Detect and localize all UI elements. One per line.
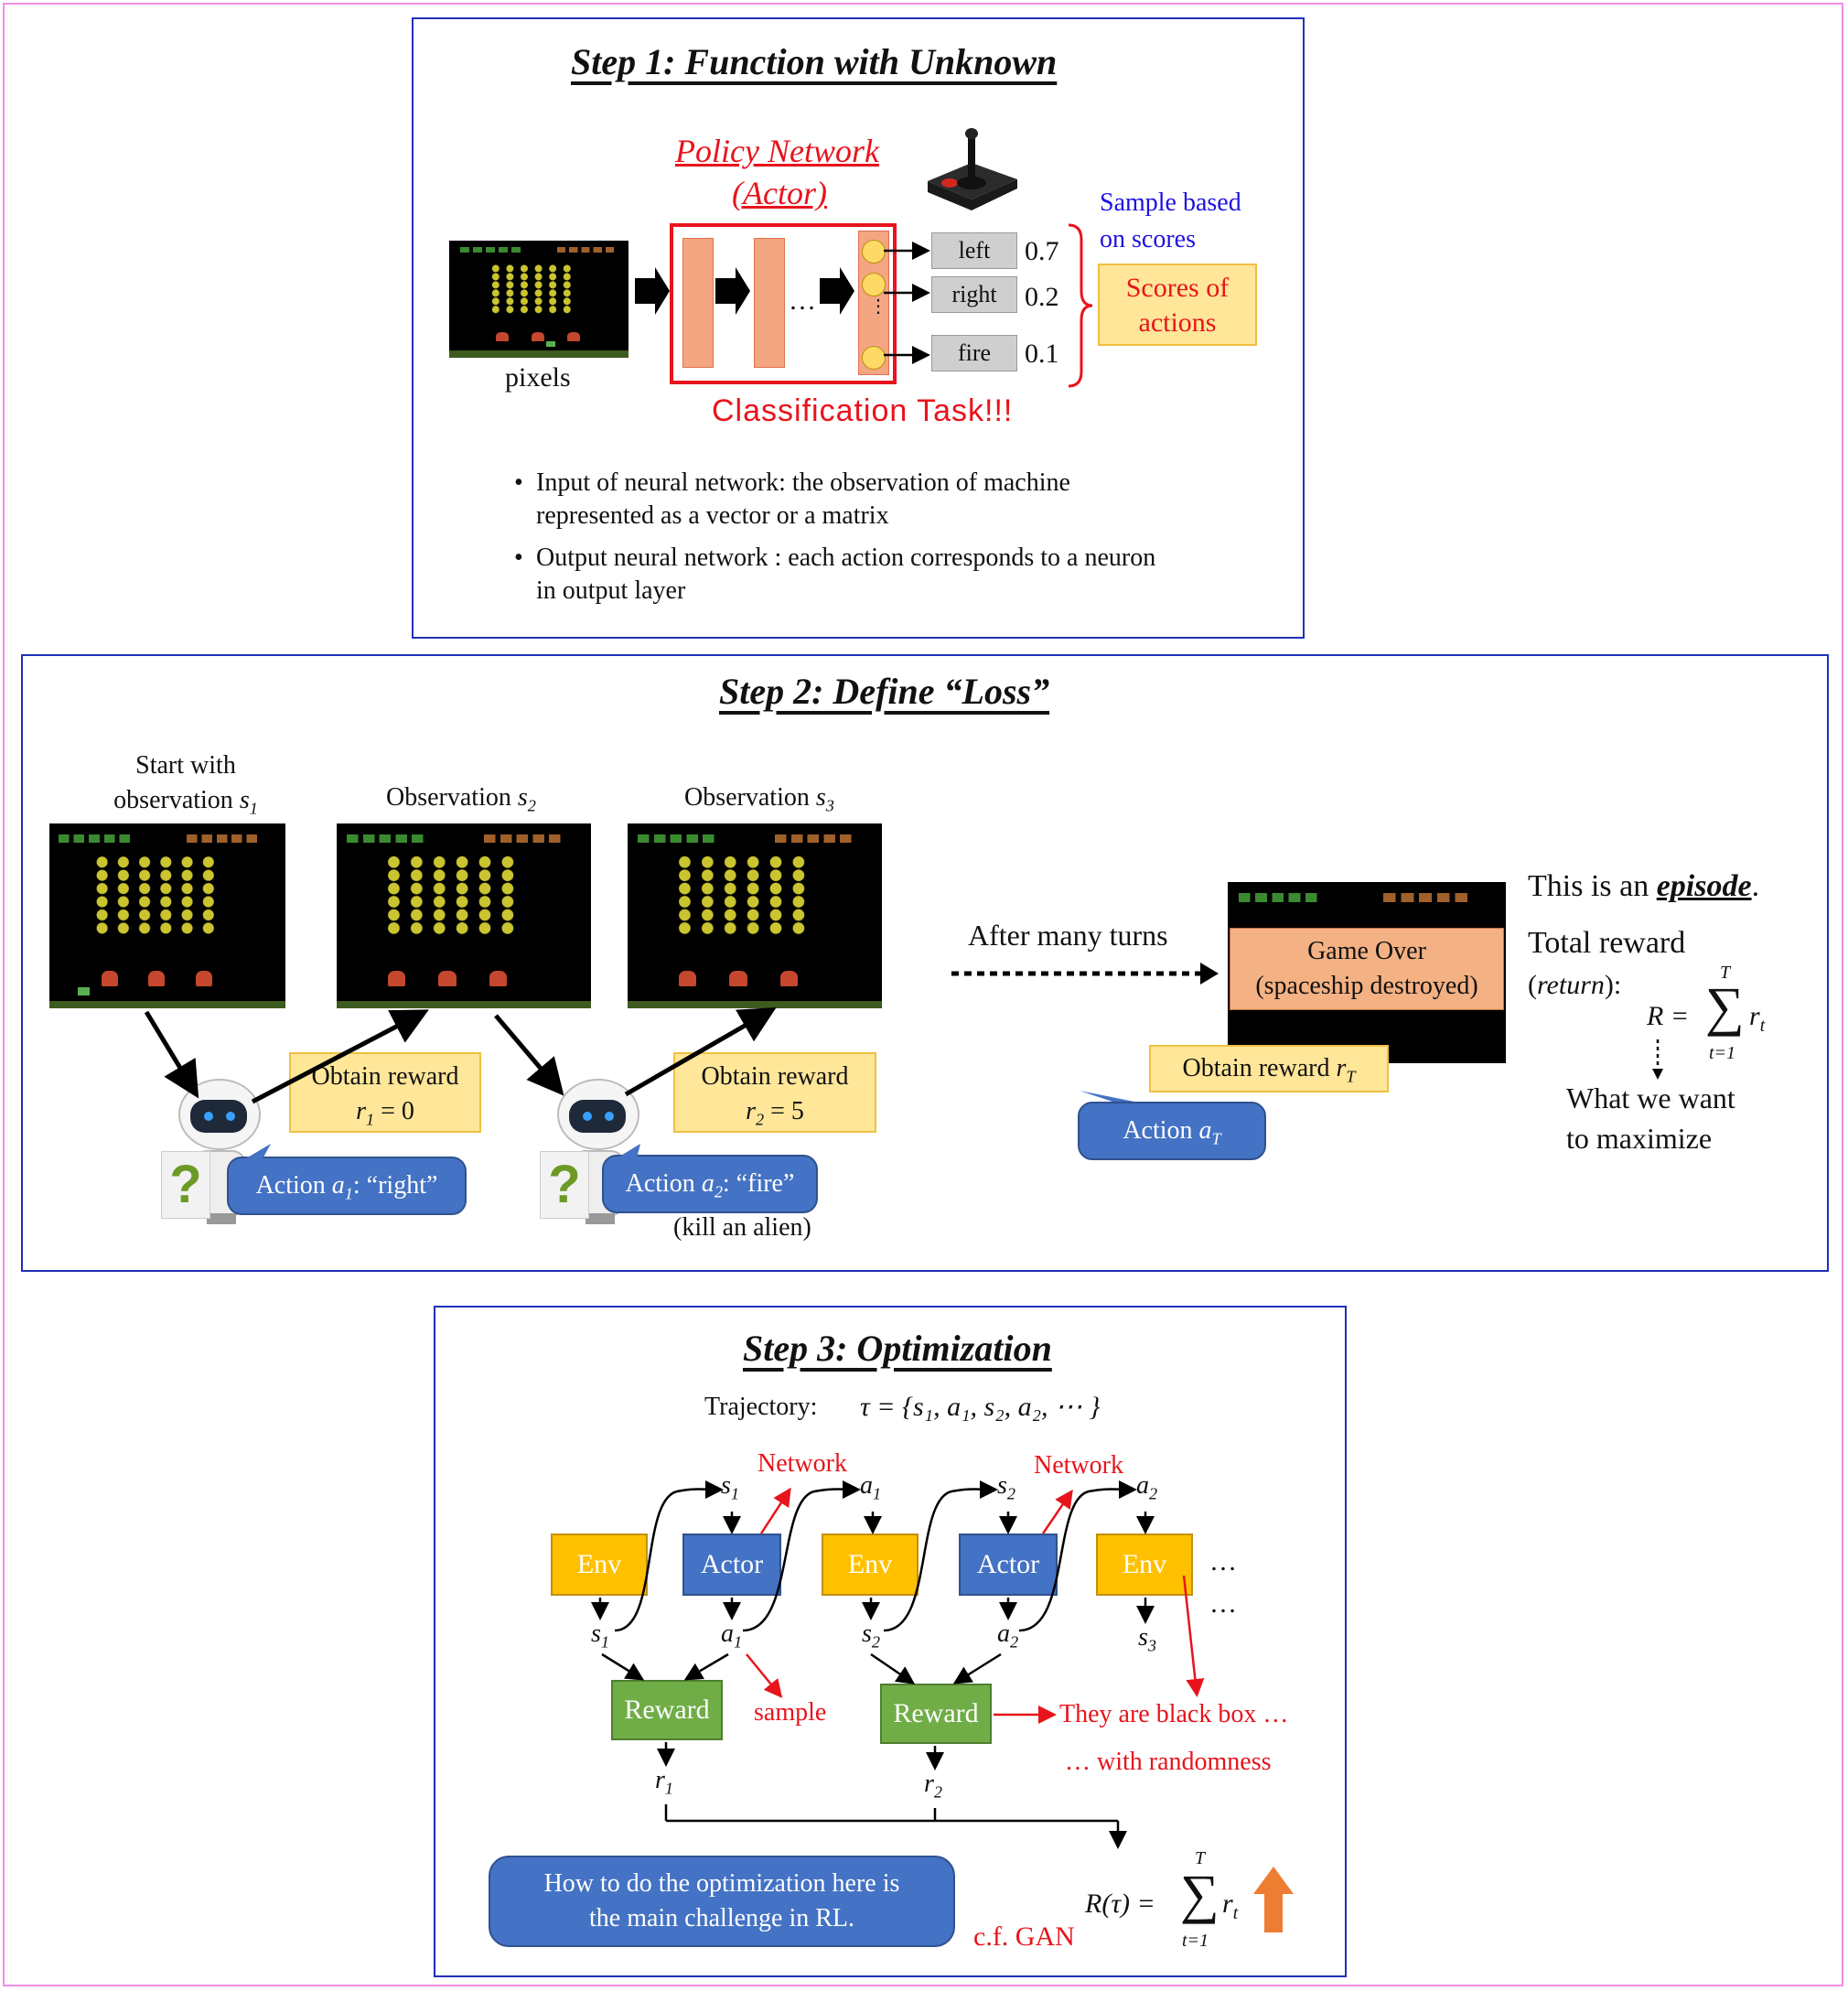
actor-label: (Actor) [732,175,827,211]
label-r1: r1 [655,1766,673,1798]
action-bubble-T: Action aT [1078,1102,1266,1160]
score-fire: 0.1 [1025,339,1059,369]
pixels-label: pixels [505,362,571,393]
scores-box-line1: Scores of [1125,273,1230,303]
up-arrow-icon [1253,1867,1294,1932]
total-reward-formula: R = ∑ T t=1 rt [1647,963,1766,1063]
sample-note-line1: Sample based [1100,188,1241,217]
hidden-layer-2 [754,238,785,368]
step1-title: Step 1: Function with Unknown [571,41,1058,82]
maximize-note: What we want to maximize [1566,1082,1735,1155]
label-a1-top: a1 [860,1471,882,1503]
obs2-caption: Observation s2 [386,783,536,815]
after-many-turns: After many turns [968,919,1168,952]
kill-alien-note: (kill an alien) [673,1213,811,1242]
game-screen-s2 [337,823,591,1008]
game-screen-input [449,241,629,358]
episode-text: This is an episode. [1528,869,1760,903]
network-label-2: Network [1034,1451,1123,1480]
trajectory-label: Trajectory: [704,1393,818,1421]
scores-of-actions-box: Scores of actions [1098,264,1257,346]
actor-box-1: Actor [682,1534,781,1596]
label-s2-bottom: s2 [862,1620,880,1652]
question-mark-icon-2: ? [540,1151,589,1219]
trajectory-formula: τ = {s₁, a₁, s₂, a₂, ⋯ } [860,1392,1101,1422]
bullet-2: •Output neural network : each action cor… [514,543,1156,605]
reward-box-2: Obtain reward r2 = 5 [673,1052,876,1133]
randomness-note: … with randomness [1065,1748,1272,1776]
actor-box-2: Actor [959,1534,1058,1596]
step1-panel [412,17,1305,639]
label-a2-top: a2 [1136,1471,1158,1503]
reward-box-T: Obtain reward rT [1149,1045,1389,1092]
env-box-2: Env [822,1534,919,1596]
step3-title: Step 3: Optimization [743,1328,1052,1369]
policy-network-box [670,223,897,384]
joystick-icon [922,126,1021,218]
reward-box-step3-1: Reward [611,1680,723,1740]
output-neuron-left [862,240,886,264]
game-screen-s3 [628,823,882,1008]
output-neuron-right [862,273,886,296]
env-box-3: Env [1096,1534,1193,1596]
layer-ellipsis: … [789,285,816,316]
continuation-dots-2: … [1209,1588,1237,1619]
hidden-layer-1 [682,238,714,368]
question-mark-icon-1: ? [161,1151,210,1219]
scores-box-line2: actions [1138,307,1217,338]
action-bubble-2: Action a2: “fire” [602,1155,818,1213]
continuation-dots-1: … [1209,1546,1237,1577]
action-bubble-1: Action a1: “right” [227,1157,467,1215]
classification-task: Classification Task!!! [712,393,1014,428]
label-s1-top: s1 [721,1471,739,1503]
obs3-caption: Observation s3 [684,783,834,815]
step3-panel [434,1306,1347,1977]
label-s3-bottom: s3 [1138,1623,1156,1655]
label-s2-top: s2 [997,1471,1015,1503]
obs1-caption: Start with observation s1 [113,751,258,818]
action-right: right [931,276,1017,313]
label-s1-bottom: s1 [591,1620,609,1652]
sample-label: sample [754,1698,827,1727]
return-label: (return): [1528,970,1622,1000]
score-left: 0.7 [1025,236,1059,266]
sample-note-line2: on scores [1100,225,1196,253]
action-left: left [931,232,1017,269]
env-box-1: Env [551,1534,648,1596]
label-a2-bottom: a2 [997,1620,1019,1652]
output-neuron-fire [862,346,886,370]
policy-network-label: Policy Network [675,133,879,169]
action-fire: fire [931,335,1017,371]
bullet-1: •Input of neural network: the observatio… [514,468,1070,530]
network-label-1: Network [757,1449,847,1478]
return-formula: R(τ) = ∑ T t=1 rt [1085,1848,1239,1951]
game-screen-s1 [49,823,285,1008]
reward-box-step3-2: Reward [880,1684,992,1744]
game-over-box: Game Over (spaceship destroyed) [1230,928,1504,1010]
cf-gan-note: c.f. GAN [973,1921,1075,1952]
total-reward-label: Total reward [1528,926,1686,960]
label-r2: r2 [924,1770,942,1802]
outer-border [3,3,1843,1986]
step2-title: Step 2: Define “Loss” [719,671,1050,712]
black-box-note: They are black box … [1059,1700,1289,1728]
score-right: 0.2 [1025,282,1059,312]
label-a1-bottom: a1 [721,1620,743,1652]
challenge-bubble: How to do the optimization here is the m… [489,1856,955,1947]
step2-panel [21,654,1829,1272]
